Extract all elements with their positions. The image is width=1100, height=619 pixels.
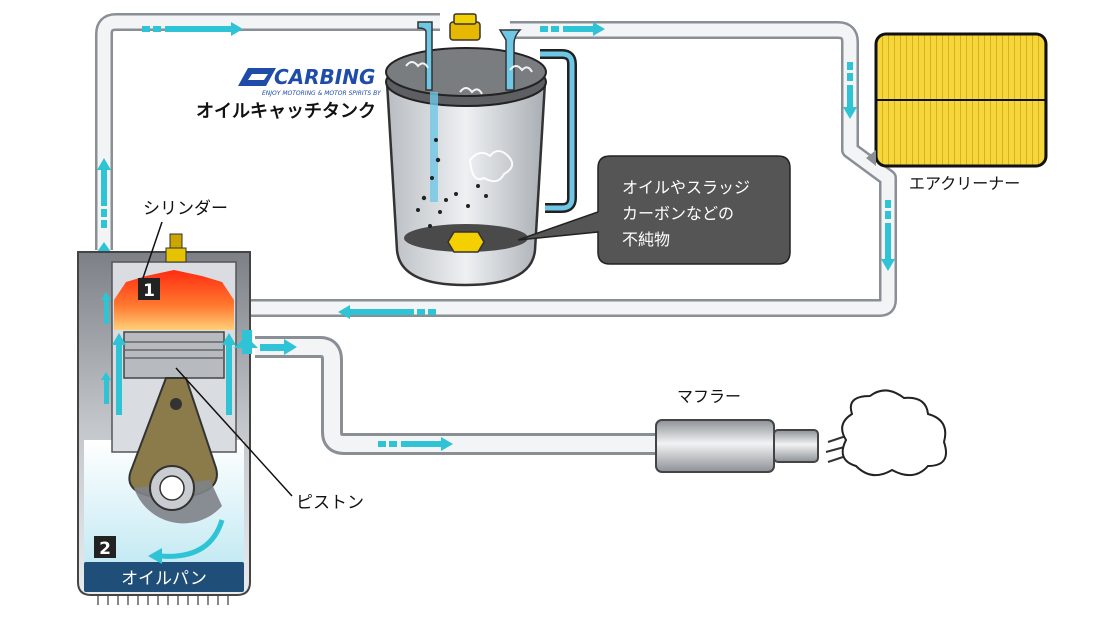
engine-block: オイルパン (77, 233, 258, 605)
sludge-particles (416, 138, 488, 228)
piston-label: ピストン (296, 493, 364, 513)
flow-arrow (540, 22, 605, 36)
piston (123, 331, 225, 379)
callout-line-2: カーボンなどの (622, 204, 734, 223)
oil-pan: オイルパン (84, 562, 244, 605)
flow-arrow (881, 200, 895, 271)
oil-pan-label: オイルパン (121, 569, 207, 589)
muffler (655, 419, 819, 473)
exhaust-pipe (255, 336, 660, 455)
hose-tank-to-aircleaner (240, 21, 897, 317)
carbing-logo: CARBING ENJOY MOTORING & MOTOR SPIRITS B… (238, 65, 382, 97)
flow-arrow (378, 437, 453, 451)
cylinder-label: シリンダー (143, 199, 228, 219)
callout-line-1: オイルやスラッジ (622, 178, 750, 197)
piston-leader (175, 367, 293, 497)
flow-arrow (843, 62, 857, 119)
flow-arrow (97, 158, 111, 228)
flow-arrows (97, 22, 895, 451)
marker-1: 1 (138, 278, 160, 301)
hose-cylinder-to-tank (95, 13, 440, 250)
marker-1-text: 1 (143, 281, 155, 301)
cylinder-leader (142, 221, 163, 279)
exhaust-cloud (825, 389, 947, 477)
tank-name-label: オイルキャッチタンク (196, 101, 376, 122)
logo-tagline: ENJOY MOTORING & MOTOR SPIRITS BY (262, 90, 382, 97)
air-cleaner (866, 32, 1048, 168)
impurities-callout: オイルやスラッジ カーボンなどの 不純物 (517, 155, 791, 265)
callout-line-3: 不純物 (622, 230, 670, 249)
flow-arrow (338, 305, 436, 319)
logo-wordmark: CARBING (274, 65, 375, 89)
flow-arrow (260, 339, 297, 355)
muffler-label: マフラー (677, 387, 741, 406)
air-cleaner-label: エアクリーナー (909, 174, 1020, 193)
marker-2-text: 2 (99, 539, 111, 559)
flow-arrow (142, 22, 243, 36)
oil-catch-tank (385, 13, 577, 287)
marker-2: 2 (94, 536, 116, 559)
